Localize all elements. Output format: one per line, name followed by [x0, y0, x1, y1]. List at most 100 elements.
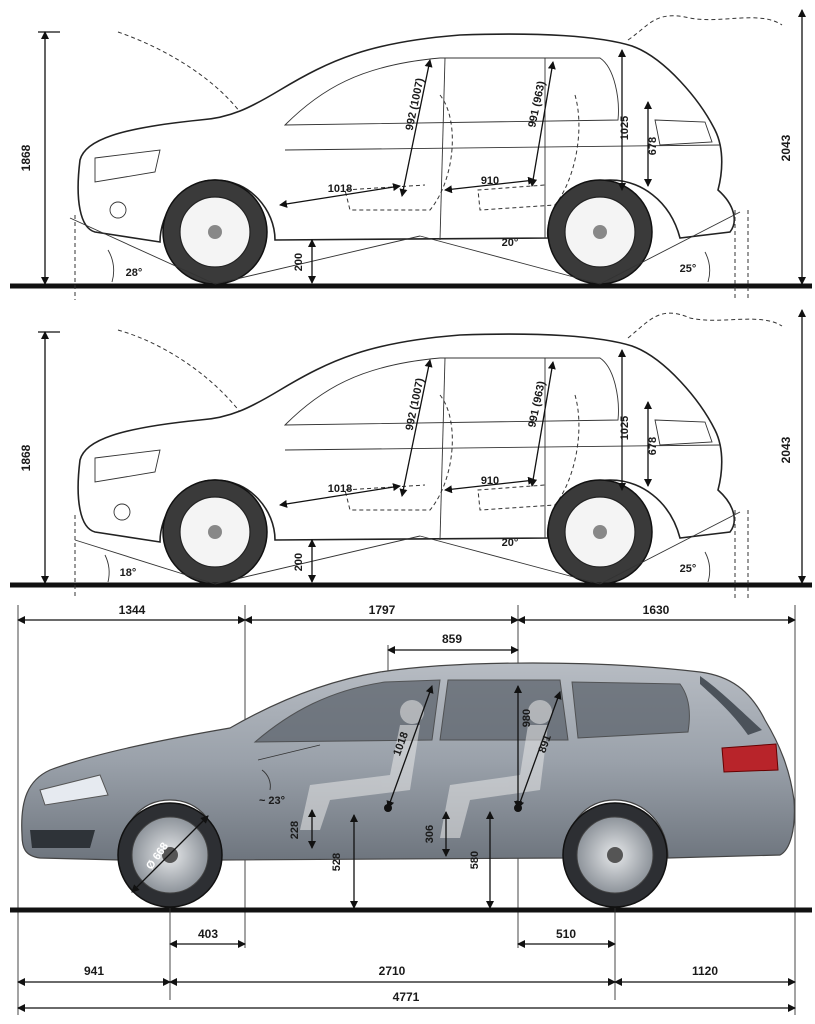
departure-angle-label: 25° — [680, 263, 697, 275]
front-headroom-dim — [386, 685, 434, 809]
front-wheel — [162, 179, 268, 285]
hip-rear-label: 991 (963) — [526, 80, 548, 129]
approach-angle-label: 28° — [126, 267, 143, 279]
ramp-line-3 — [214, 535, 421, 585]
front-wheel-offset-label: 403 — [198, 927, 218, 941]
approach-arc — [107, 249, 115, 283]
boot-height-label: 1025 — [619, 116, 631, 140]
rear-cushion-label: 306 — [424, 825, 436, 843]
approach-arc-2 — [104, 554, 110, 583]
hip-front-dim-2 — [399, 359, 433, 497]
b-pillar — [439, 57, 446, 241]
rear-seat — [477, 94, 580, 211]
front-overhang-label: 941 — [84, 964, 104, 978]
wheelbase-label: 2710 — [379, 964, 406, 978]
estate-windows — [253, 679, 691, 743]
front-grille-lower — [30, 830, 95, 848]
headlight-3 — [39, 774, 109, 806]
total-length-label: 4771 — [393, 990, 420, 1004]
wheel-diameter-dim — [131, 815, 209, 893]
legroom-rear-dim-2 — [444, 476, 536, 494]
approach-angle-label-2: 18° — [120, 567, 137, 579]
b-pillar-2 — [439, 357, 446, 541]
front-section-label: 1344 — [119, 603, 146, 617]
height-front-label-2: 1868 — [19, 444, 33, 471]
front-seat — [344, 94, 453, 211]
rear-hip-height-label: 580 — [469, 851, 481, 869]
headlight — [94, 149, 161, 183]
rear-wheel-3 — [562, 802, 668, 908]
front-seat-2 — [344, 394, 453, 511]
hip-rear-alt: (963) — [531, 80, 548, 108]
ramp-line-4 — [419, 535, 601, 585]
ramp-angle-label-2: 20° — [502, 537, 519, 549]
seat-cushion-label: 228 — [289, 821, 301, 839]
estate-side-view: 1344 1797 1630 859 — [10, 603, 812, 1015]
seat-angle-line — [257, 744, 321, 761]
hip-front-value-2: 992 — [404, 411, 420, 431]
hip-rear-dim — [529, 61, 556, 187]
boot-height-label-2: 1025 — [619, 416, 631, 440]
front-h-point — [384, 804, 392, 812]
legroom-rear-dim — [444, 176, 536, 194]
tail-height-label-2: 678 — [647, 437, 659, 455]
fog-light-2 — [113, 503, 131, 521]
approach-line — [69, 217, 216, 285]
hip-rear-alt-2: (963) — [531, 380, 548, 408]
legroom-front-dim-2 — [279, 483, 401, 508]
tailgate-open-line — [627, 15, 783, 41]
height-rear-label: 2043 — [779, 134, 793, 161]
headlight-2 — [94, 449, 161, 483]
middle-section-label: 1797 — [369, 603, 396, 617]
departure-line-2 — [599, 511, 741, 585]
hip-front-value: 992 — [404, 111, 420, 131]
clearance-label: 200 — [293, 253, 305, 271]
front-wheel-2 — [162, 479, 268, 585]
tail-light-3 — [721, 743, 779, 773]
legroom-rear-label-2: 910 — [481, 475, 499, 487]
departure-arc-2 — [704, 551, 711, 583]
rear-headroom-2-label: 891 — [536, 733, 554, 754]
rear-overhang-label: 1120 — [692, 964, 718, 978]
departure-angle-label-2: 25° — [680, 563, 697, 575]
hip-rear-label-2: 991 (963) — [526, 380, 548, 429]
departure-arc — [704, 251, 711, 283]
height-front-label: 1868 — [19, 144, 33, 171]
ramp-line-2 — [419, 235, 601, 285]
rear-wheel-2 — [547, 479, 653, 585]
legroom-front-label-2: 1018 — [328, 483, 352, 495]
tail-light-2 — [654, 419, 713, 446]
height-rear-label-2: 2043 — [779, 436, 793, 463]
front-hip-height-label: 528 — [331, 853, 343, 871]
tail-height-label: 678 — [647, 137, 659, 155]
hood-open-line — [117, 31, 241, 113]
hip-rear-value-2: 991 — [526, 408, 542, 428]
seat-angle-arc — [261, 769, 271, 791]
rear-wheel-offset-label: 510 — [556, 927, 576, 941]
ramp-line-1 — [214, 235, 421, 285]
seat-angle-label: ~ 23° — [259, 795, 285, 807]
rear-headroom-2-dim — [516, 691, 562, 809]
tailgate-open-line-2 — [627, 312, 783, 339]
window-line — [283, 57, 619, 126]
legroom-rear-label: 910 — [481, 175, 499, 187]
tail-light — [654, 119, 713, 146]
rear-headroom-label: 980 — [521, 709, 533, 727]
hip-rear-value: 991 — [526, 108, 542, 128]
hip-front-dim — [399, 59, 433, 197]
fog-light — [109, 201, 127, 219]
rear-h-point — [514, 804, 522, 812]
hood-open-line-2 — [117, 329, 241, 413]
suv-side-view-middle: 1868 2043 992 (1007) 991 (963) 1025 678 … — [10, 309, 812, 598]
suv-side-view-top: 1868 2043 992 (1007) 991 (963) 1025 678 … — [10, 9, 812, 300]
hip-rear-dim-2 — [529, 361, 556, 487]
seat-spacing-label: 859 — [442, 632, 462, 646]
window-line-2 — [283, 357, 619, 426]
front-wheel-3 — [117, 802, 223, 908]
departure-line — [599, 211, 741, 285]
legroom-front-label: 1018 — [328, 183, 352, 195]
approach-line-2 — [74, 539, 216, 585]
rear-wheel — [547, 179, 653, 285]
rear-seat-2 — [477, 394, 580, 511]
